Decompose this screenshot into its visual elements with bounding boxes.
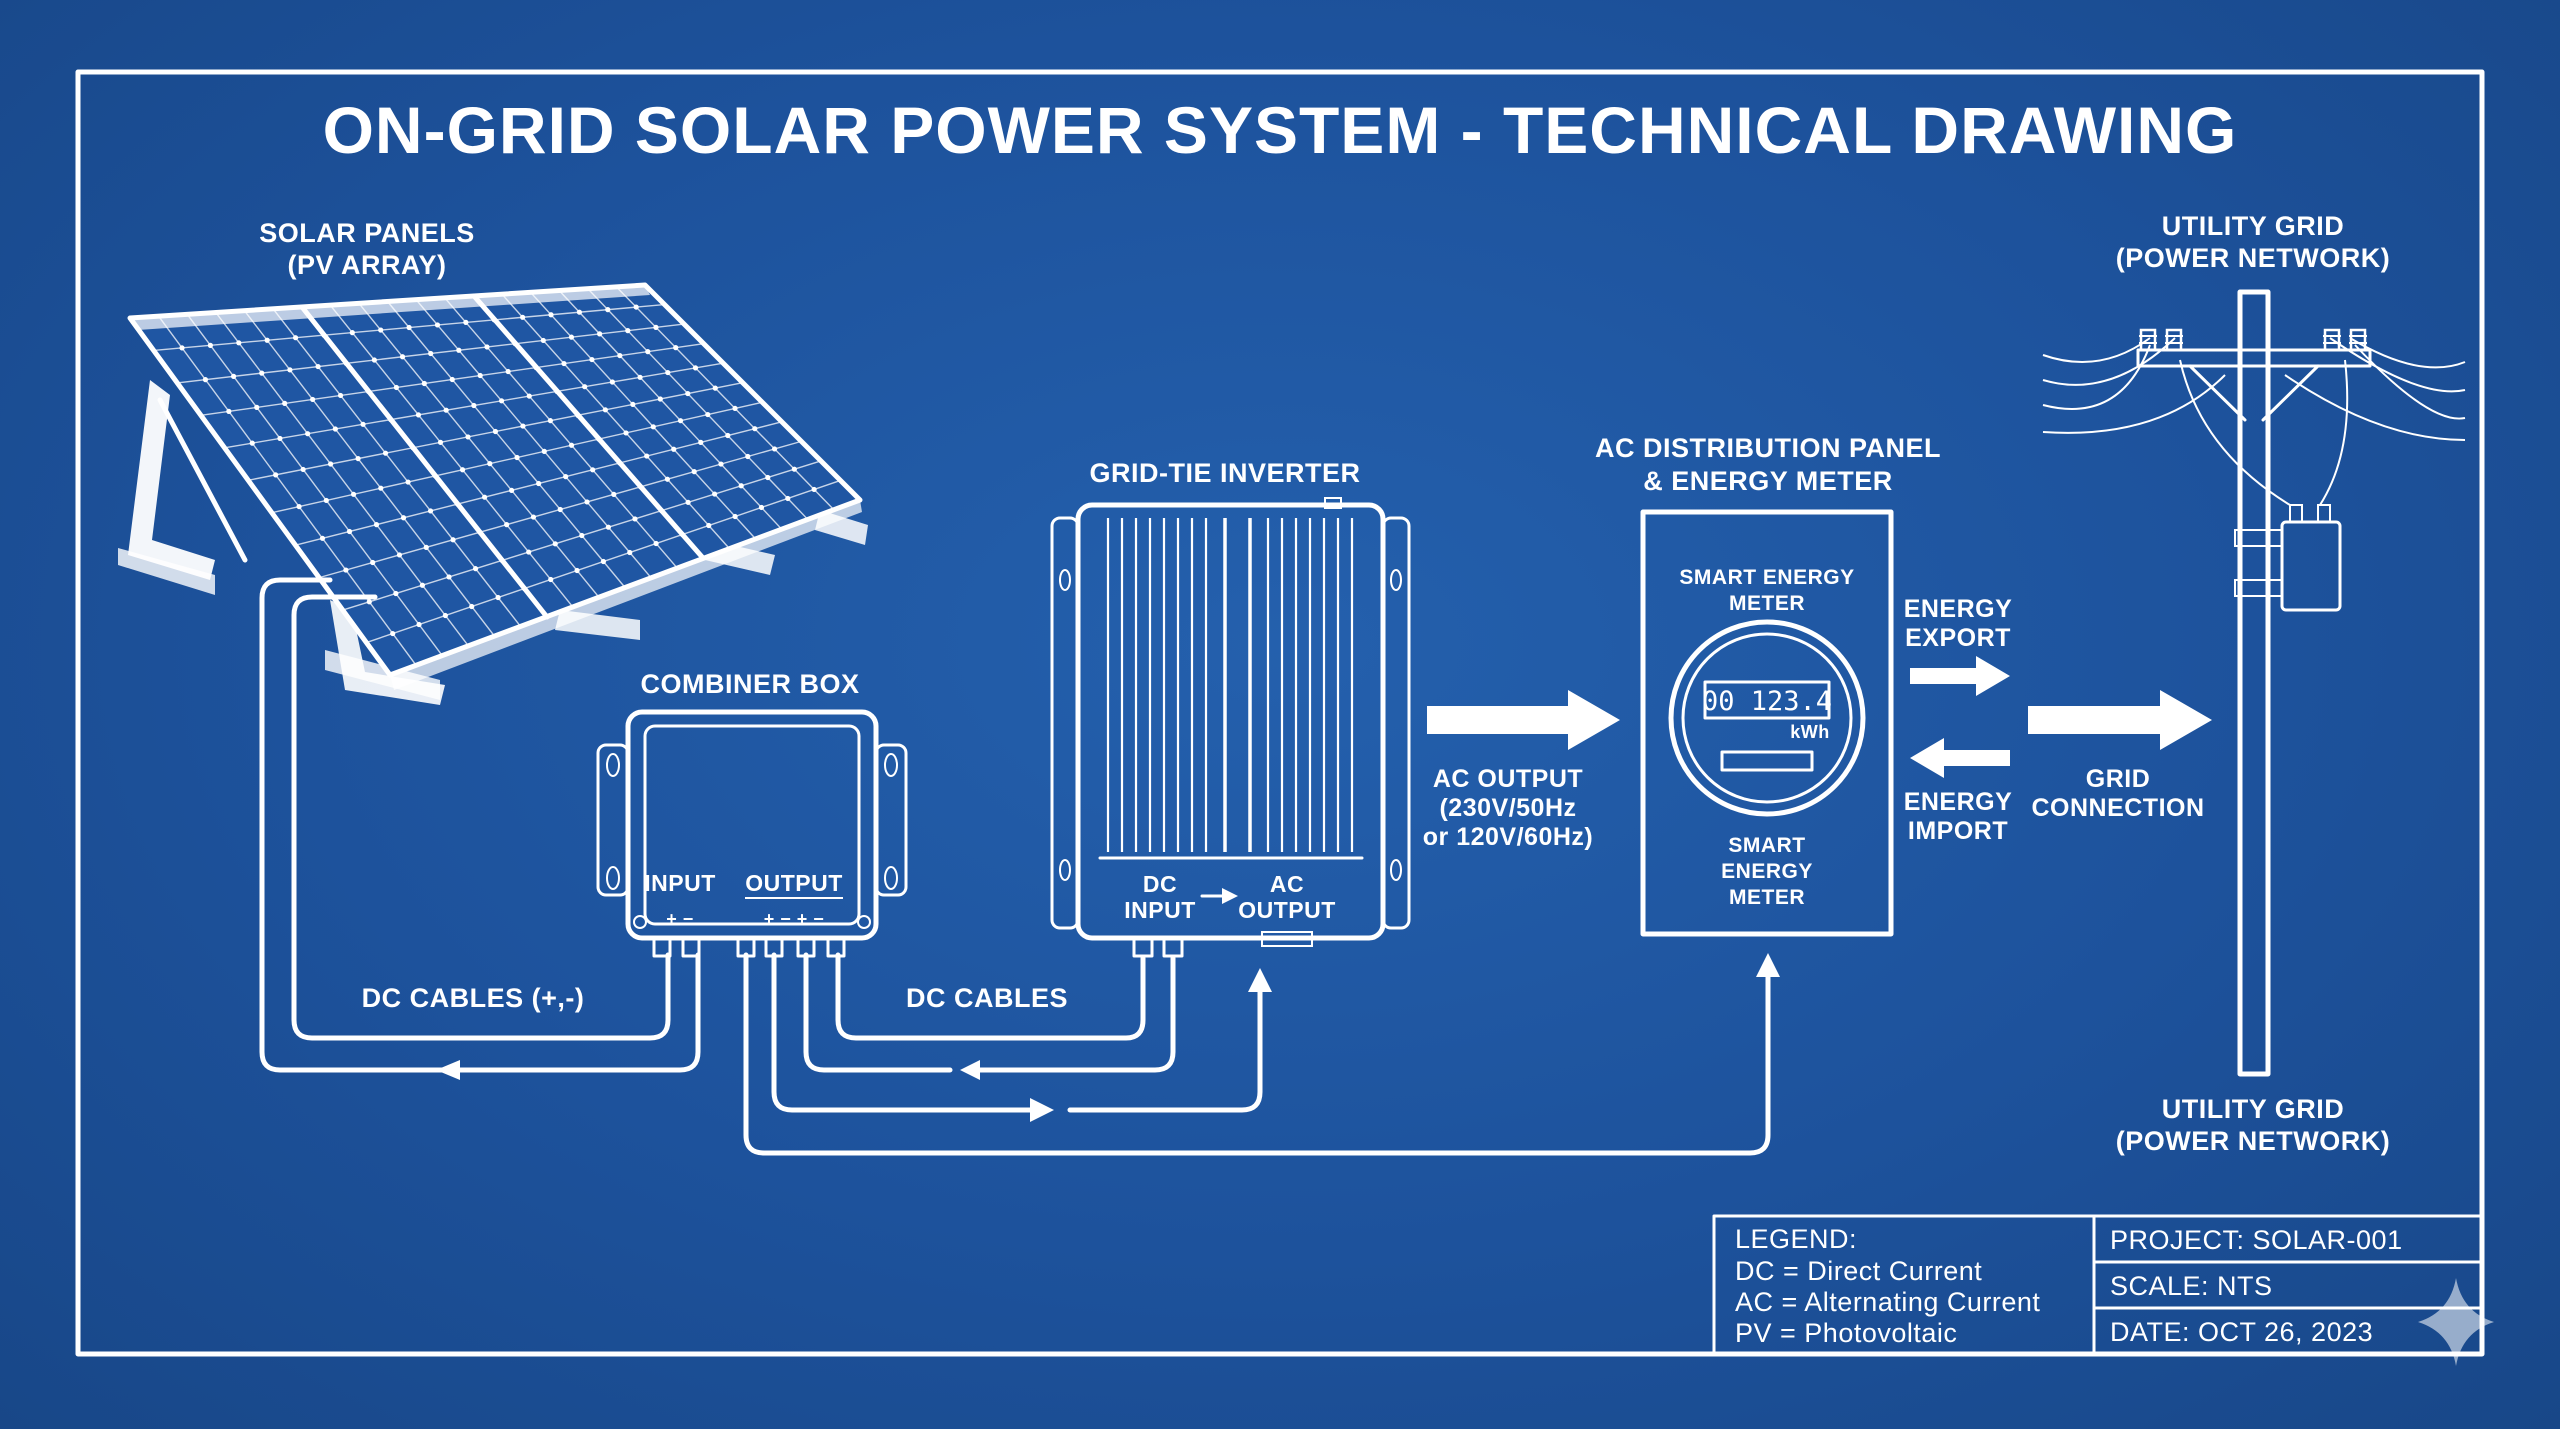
combiner-gland-row bbox=[652, 936, 846, 958]
ac-output-label-line1: AC OUTPUT bbox=[1433, 765, 1583, 793]
dc-cables-left-label: DC CABLES (+,-) bbox=[362, 983, 585, 1013]
utility-pole-icon: UTILITY GRID (POWER NETWORK) UTILITY GRI… bbox=[2042, 211, 2466, 1156]
legend-item-ac: AC = Alternating Current bbox=[1735, 1287, 2040, 1317]
title-block-date: DATE: OCT 26, 2023 bbox=[2110, 1317, 2373, 1347]
solar-panel-icon: SOLAR PANELS (PV ARRAY) bbox=[118, 218, 868, 705]
utility-grid-bottom-line1: UTILITY GRID bbox=[2162, 1094, 2345, 1124]
meter-top-label-line1: SMART ENERGY bbox=[1679, 566, 1854, 589]
drawing-border bbox=[75, 69, 2485, 1357]
grid-connection-label-line2: CONNECTION bbox=[2031, 794, 2204, 822]
ac-cable-loop bbox=[743, 952, 1780, 1156]
grid-connection-arrow: GRID CONNECTION bbox=[2028, 690, 2212, 822]
energy-export-label-line1: ENERGY bbox=[1904, 595, 2013, 623]
panel-mount-frame bbox=[118, 380, 868, 705]
legend-item-dc: DC = Direct Current bbox=[1735, 1256, 1982, 1286]
dc-cables-mid-label: DC CABLES bbox=[906, 983, 1068, 1013]
meter-bottom-label-line3: METER bbox=[1729, 886, 1805, 909]
inverter-dc-label-line1: DC bbox=[1143, 871, 1177, 897]
distribution-panel-title-line2: & ENERGY METER bbox=[1643, 466, 1893, 496]
inverter-title: GRID-TIE INVERTER bbox=[1089, 458, 1360, 488]
meter-top-label-line2: METER bbox=[1729, 592, 1805, 615]
dc-cable-combiner-to-inverter: DC CABLES bbox=[803, 952, 1176, 1080]
inverter-dc-to-ac-arrow bbox=[1222, 888, 1238, 904]
energy-meter-icon: AC DISTRIBUTION PANEL & ENERGY METER SMA… bbox=[1595, 433, 1941, 937]
solar-panels-label-line1: SOLAR PANELS bbox=[259, 218, 475, 248]
inverter-ac-label-line1: AC bbox=[1270, 871, 1304, 897]
legend-item-pv: PV = Photovoltaic bbox=[1735, 1318, 1957, 1348]
energy-export-arrow: ENERGY EXPORT bbox=[1904, 595, 2013, 696]
utility-grid-bottom-line2: (POWER NETWORK) bbox=[2116, 1126, 2390, 1156]
dc-cable-panel-to-combiner: DC CABLES (+,-) bbox=[259, 577, 701, 1080]
pv-cell-grid bbox=[153, 286, 841, 666]
title-block-project: PROJECT: SOLAR-001 bbox=[2110, 1225, 2403, 1255]
combiner-box-title: COMBINER BOX bbox=[640, 669, 859, 699]
utility-grid-top-line1: UTILITY GRID bbox=[2162, 211, 2345, 241]
energy-import-label-line1: ENERGY bbox=[1904, 788, 2013, 816]
energy-import-arrow: ENERGY IMPORT bbox=[1904, 738, 2013, 845]
legend-block: LEGEND: DC = Direct Current AC = Alterna… bbox=[1712, 1214, 2484, 1356]
energy-import-label-line2: IMPORT bbox=[1908, 817, 2008, 845]
utility-grid-top-line2: (POWER NETWORK) bbox=[2116, 243, 2390, 273]
inverter-dc-label-line2: INPUT bbox=[1124, 897, 1196, 923]
energy-export-label-line2: EXPORT bbox=[1905, 624, 2011, 652]
combiner-output-terminals: + − + − bbox=[764, 909, 825, 929]
meter-reading: 00 123.4 bbox=[1702, 686, 1832, 717]
inverter-cooling-fins bbox=[1106, 518, 1354, 852]
ac-output-label-line3: or 120V/60Hz) bbox=[1423, 823, 1593, 851]
combiner-input-label: INPUT bbox=[644, 870, 716, 896]
solar-panels-label-line2: (PV ARRAY) bbox=[287, 250, 446, 280]
sparkle-icon bbox=[2418, 1278, 2494, 1366]
combiner-box-icon: COMBINER BOX INPUT OUTPUT + − + − + − bbox=[596, 669, 908, 941]
meter-bottom-label-line1: SMART bbox=[1728, 834, 1805, 857]
combiner-input-terminals: + − bbox=[666, 909, 694, 929]
inverter-icon: GRID-TIE INVERTER DC INPUT AC OUTPUT bbox=[1050, 458, 1411, 958]
title-block-scale: SCALE: NTS bbox=[2110, 1271, 2273, 1301]
meter-bottom-label-line2: ENERGY bbox=[1721, 860, 1813, 883]
combiner-output-label: OUTPUT bbox=[745, 870, 843, 896]
meter-unit: kWh bbox=[1790, 722, 1830, 742]
page-title: ON-GRID SOLAR POWER SYSTEM - TECHNICAL D… bbox=[323, 93, 2238, 167]
ac-output-label-line2: (230V/50Hz bbox=[1439, 794, 1576, 822]
ac-output-arrow: AC OUTPUT (230V/50Hz or 120V/60Hz) bbox=[1423, 690, 1620, 851]
distribution-panel-title-line1: AC DISTRIBUTION PANEL bbox=[1595, 433, 1941, 463]
grid-connection-label-line1: GRID bbox=[2086, 765, 2151, 793]
legend-heading: LEGEND: bbox=[1735, 1224, 1857, 1254]
inverter-ac-label-line2: OUTPUT bbox=[1238, 897, 1336, 923]
